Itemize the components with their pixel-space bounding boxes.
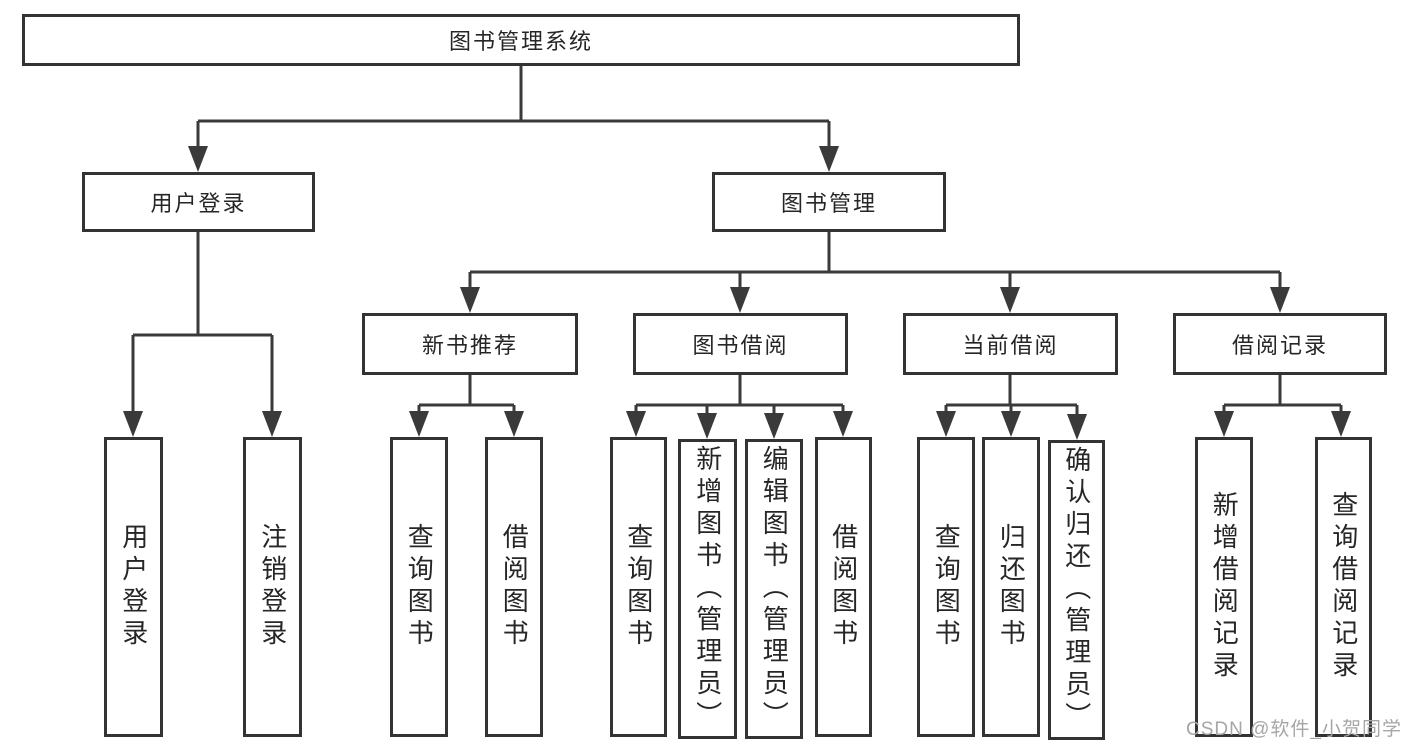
leaf-add-borrow-record-label: 新增借阅记录 bbox=[1209, 491, 1240, 683]
leaf-borrow-book-newrec-label: 借阅图书 bbox=[499, 523, 530, 651]
leaf-query-book-current-label: 查询图书 bbox=[931, 523, 962, 651]
node-book-borrow: 图书借阅 bbox=[633, 313, 848, 375]
node-book-management-label: 图书管理 bbox=[780, 191, 877, 216]
leaf-edit-book-admin: 编辑图书（管理员） bbox=[745, 439, 803, 739]
node-user-login: 用户登录 bbox=[82, 172, 315, 232]
node-user-login-label: 用户登录 bbox=[150, 191, 247, 216]
leaf-query-book-current: 查询图书 bbox=[917, 437, 975, 737]
leaf-user-login-label: 用户登录 bbox=[118, 523, 149, 651]
node-borrow-records-label: 借阅记录 bbox=[1231, 333, 1328, 358]
leaf-return-book: 归还图书 bbox=[982, 437, 1040, 737]
leaf-borrow-book-borrow-label: 借阅图书 bbox=[828, 523, 859, 651]
leaf-edit-book-admin-label: 编辑图书（管理员） bbox=[759, 445, 790, 733]
node-new-book-recommend: 新书推荐 bbox=[362, 313, 578, 375]
leaf-query-borrow-record: 查询借阅记录 bbox=[1315, 437, 1372, 737]
leaf-add-book-admin-label: 新增图书（管理员） bbox=[692, 445, 723, 733]
leaf-add-book-admin: 新增图书（管理员） bbox=[678, 439, 737, 739]
leaf-query-book-newrec-label: 查询图书 bbox=[404, 523, 435, 651]
leaf-logout-label: 注销登录 bbox=[257, 523, 288, 651]
leaf-confirm-return-admin: 确认归还（管理员） bbox=[1048, 440, 1105, 740]
leaf-query-book-newrec: 查询图书 bbox=[390, 437, 448, 737]
leaf-logout: 注销登录 bbox=[243, 437, 302, 737]
leaf-return-book-label: 归还图书 bbox=[996, 523, 1027, 651]
node-root: 图书管理系统 bbox=[22, 14, 1020, 66]
csdn-watermark: CSDN @软件_小贺同学 bbox=[1186, 719, 1402, 740]
leaf-user-login: 用户登录 bbox=[104, 437, 163, 737]
node-root-label: 图书管理系统 bbox=[448, 29, 593, 54]
leaf-query-book-borrow-label: 查询图书 bbox=[623, 523, 654, 651]
node-book-management: 图书管理 bbox=[712, 172, 946, 232]
leaf-add-borrow-record: 新增借阅记录 bbox=[1195, 437, 1253, 737]
node-new-book-recommend-label: 新书推荐 bbox=[421, 333, 518, 358]
leaf-borrow-book-newrec: 借阅图书 bbox=[485, 437, 543, 737]
node-current-borrow: 当前借阅 bbox=[903, 313, 1118, 375]
leaf-confirm-return-admin-label: 确认归还（管理员） bbox=[1061, 446, 1092, 734]
node-book-borrow-label: 图书借阅 bbox=[692, 333, 789, 358]
leaf-query-borrow-record-label: 查询借阅记录 bbox=[1328, 491, 1359, 683]
leaf-query-book-borrow: 查询图书 bbox=[610, 437, 667, 737]
node-current-borrow-label: 当前借阅 bbox=[962, 333, 1059, 358]
leaf-borrow-book-borrow: 借阅图书 bbox=[815, 437, 872, 737]
node-borrow-records: 借阅记录 bbox=[1173, 313, 1387, 375]
